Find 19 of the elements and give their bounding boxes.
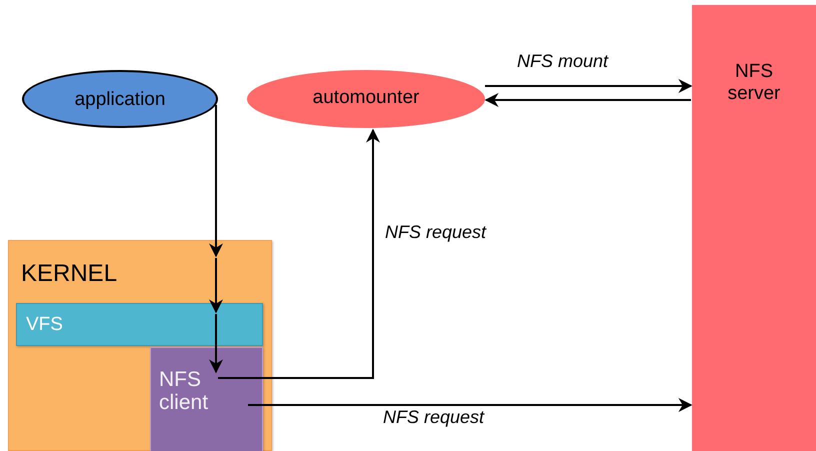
arrow bbox=[485, 79, 692, 93]
node-label: VFS bbox=[26, 314, 64, 336]
arrow bbox=[209, 314, 223, 374]
node-label: application bbox=[74, 89, 166, 111]
node-label: automounter bbox=[312, 87, 420, 109]
arrow bbox=[209, 104, 223, 258]
node-label: NFS server bbox=[726, 61, 782, 105]
kernel-panel bbox=[8, 240, 272, 451]
edge-label: NFS request bbox=[381, 407, 486, 428]
arrow bbox=[218, 128, 380, 379]
layer-bar bbox=[16, 303, 263, 346]
client-panel bbox=[150, 347, 263, 451]
server-panel bbox=[692, 5, 816, 451]
arrow bbox=[248, 398, 692, 412]
edge-label: NFS request bbox=[383, 222, 488, 243]
node-label: KERNEL bbox=[21, 261, 118, 287]
arrow bbox=[484, 93, 691, 107]
node-label: NFS client bbox=[159, 368, 210, 414]
arrow bbox=[209, 258, 223, 314]
